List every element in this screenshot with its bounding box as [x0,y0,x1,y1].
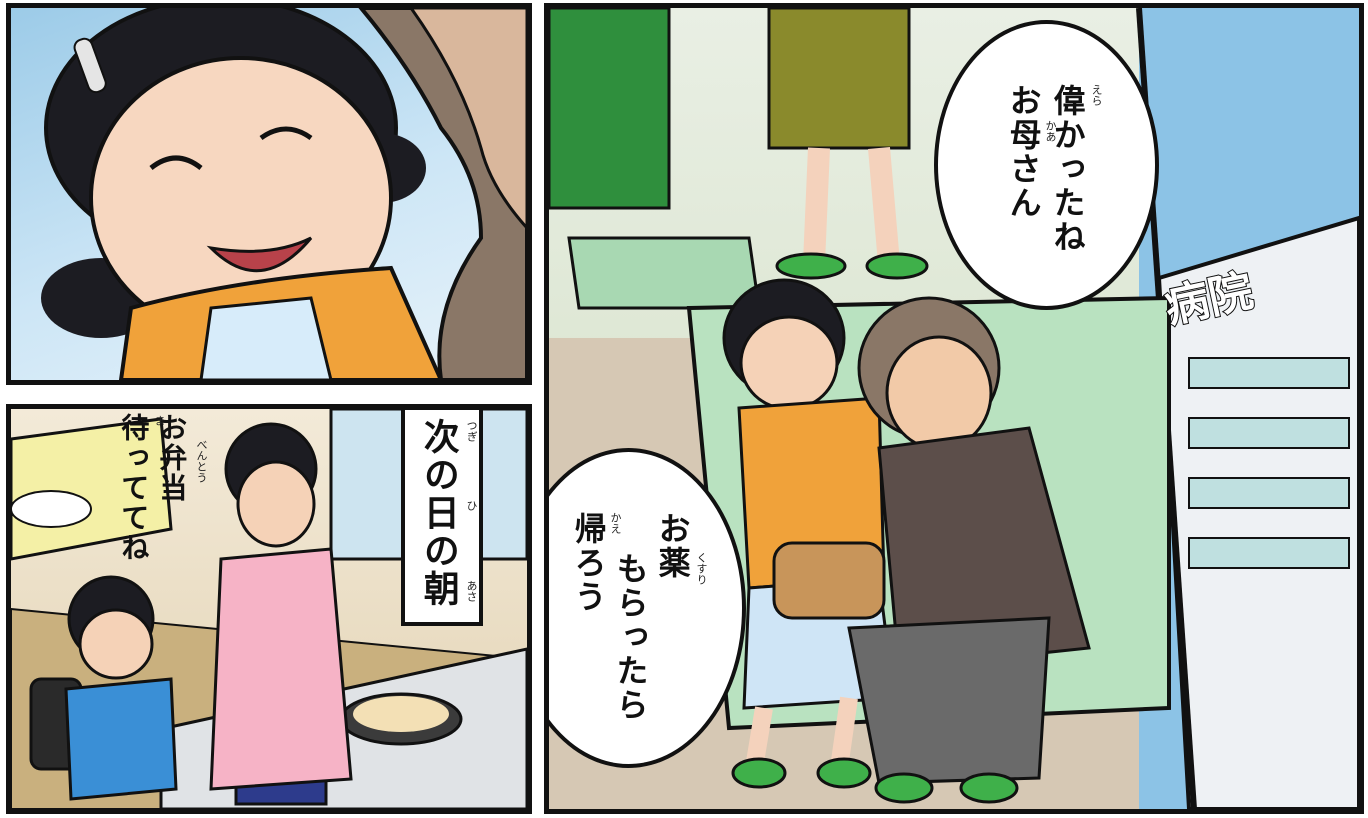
panel-kitchen-morning: 次の日の朝 つぎ ひ あさ お弁当 待っててね べんとう ま [6,404,532,814]
ruby-era: えら [1090,84,1103,106]
speech-bottom-line3: 帰ろう [569,512,608,614]
speech-top-line1: 偉かったね [1048,84,1087,254]
speech-bottom-line2: もらったら [611,552,650,722]
ruby-bentou: べんとう [195,439,208,483]
speech-balloon-top: 偉かったね お母さん えら かあ [934,20,1159,310]
speech-bento-line2: 待っててね [117,413,151,563]
time-caption-box: 次の日の朝 つぎ ひ あさ [401,409,483,626]
time-caption-text: 次の日の朝 [417,418,459,608]
ruby-tsugi: つぎ [465,420,478,442]
ruby-kae: かえ [609,512,622,534]
ruby-kusuri: くすり [695,552,708,585]
speech-balloon-bottom: お薬 もらったら 帰ろう くすり かえ [549,448,746,768]
speech-bottom-line1: お薬 [653,512,692,580]
speech-top-line2: お母さん [1004,84,1043,220]
ruby-ma: ま [153,415,166,426]
girl-smiling-illustration [41,8,527,380]
speech-bento-line1: お弁当 [155,413,189,503]
ruby-asa: あさ [465,580,478,602]
panel-girl-smiling [6,3,532,385]
ruby-kaa: かあ [1044,120,1057,142]
panel-hospital-waiting: 病院 偉かったね お母さん えら かあ お薬 もらったら 帰ろう くすり かえ [544,3,1364,814]
ruby-hi: ひ [465,500,478,511]
